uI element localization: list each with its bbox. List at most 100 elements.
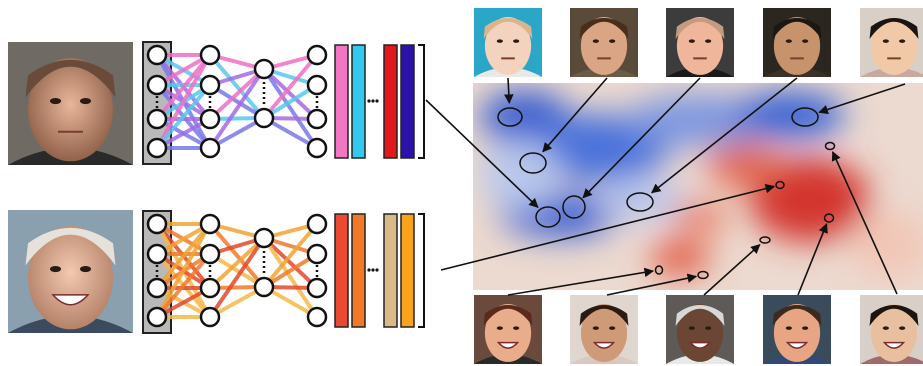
face-eye <box>899 39 906 43</box>
circle-node-icon <box>146 243 168 265</box>
network-edge <box>155 83 212 150</box>
ellipsis-icon <box>375 99 379 103</box>
circle-node-icon <box>199 213 221 235</box>
face-smile <box>51 294 90 306</box>
embedding-point-ellipse <box>535 206 561 228</box>
face-head <box>870 303 918 362</box>
network-edge <box>208 67 266 121</box>
density-blob-light <box>595 180 685 220</box>
circle-node-icon <box>199 306 221 328</box>
ellipsis-icon <box>367 99 371 103</box>
network-edge <box>262 252 319 289</box>
circle-node-icon <box>199 137 221 159</box>
face-photo-icon <box>474 8 542 77</box>
circle-node-icon <box>306 44 328 66</box>
feature-bar <box>400 213 415 328</box>
face-head <box>676 16 724 75</box>
density-blob-warm <box>707 143 783 187</box>
face-photo-icon <box>570 8 638 77</box>
circle-node-icon <box>146 137 168 159</box>
face-eye <box>513 326 520 330</box>
face-smile <box>785 341 809 349</box>
network-edge <box>262 83 319 120</box>
face-hair <box>25 227 116 266</box>
face-eye <box>899 326 906 330</box>
face-hair <box>772 305 822 327</box>
feature-bar <box>400 44 415 159</box>
feature-bar <box>383 213 398 328</box>
network-edge <box>262 53 319 120</box>
face-eye <box>513 39 520 43</box>
face-hair <box>869 18 919 40</box>
network-edge <box>262 67 319 150</box>
face-hair <box>25 59 116 98</box>
face-head <box>773 303 821 362</box>
embedding-point-ellipse <box>497 107 523 127</box>
neural-network-bottom <box>142 210 425 334</box>
face-hair <box>675 18 725 40</box>
network-edge <box>155 53 212 121</box>
face-smile <box>496 341 520 349</box>
network-edge <box>208 222 266 289</box>
network-edge <box>155 252 212 319</box>
density-blob-warm <box>750 158 870 242</box>
face-eye <box>592 39 599 43</box>
embedding-arrows <box>425 77 906 296</box>
face-photo-icon <box>860 295 923 364</box>
circle-node-icon <box>253 58 275 80</box>
face-hair <box>579 18 629 40</box>
face-hair <box>675 305 725 327</box>
circle-node-icon <box>199 44 221 66</box>
face-head <box>580 16 628 75</box>
network-edge <box>208 236 266 290</box>
face-eye <box>49 97 62 105</box>
circle-node-icon <box>146 277 168 299</box>
face-photo-icon <box>763 8 831 77</box>
density-blob-warm <box>672 203 728 233</box>
feature-bar <box>334 44 349 159</box>
network-edge <box>208 67 266 150</box>
circle-node-icon <box>146 74 168 96</box>
face-head <box>870 16 918 75</box>
circle-node-icon <box>253 107 275 129</box>
embedding-point-ellipse <box>775 180 785 190</box>
face-eye <box>49 265 62 273</box>
circle-node-icon <box>253 227 275 249</box>
embedding-point-ellipse <box>697 270 709 280</box>
face-hair <box>483 305 533 327</box>
embedding-arrow <box>651 77 798 194</box>
network-edge <box>262 236 319 290</box>
face-eye <box>802 326 809 330</box>
face-eye <box>496 39 503 43</box>
circle-node-icon <box>146 306 168 328</box>
network-edge <box>208 116 266 150</box>
face-photo-icon <box>763 295 831 364</box>
network-edge <box>262 222 319 289</box>
network-edge <box>262 236 319 319</box>
face-photo-icon <box>860 8 923 77</box>
network-nodes <box>146 213 328 328</box>
circle-node-icon <box>306 213 328 235</box>
network-edge <box>208 53 266 120</box>
face-head <box>484 16 532 75</box>
face-hair <box>869 305 919 327</box>
network-edges <box>155 222 319 319</box>
expression-density-map <box>473 83 923 290</box>
feature-bar <box>351 44 366 159</box>
face-eye <box>705 326 712 330</box>
embedding-arrow <box>703 244 761 296</box>
face-eye <box>79 97 92 105</box>
network-edge <box>208 285 266 319</box>
circle-node-icon <box>253 276 275 298</box>
embedding-point-ellipse <box>823 213 835 223</box>
face-eye <box>688 326 695 330</box>
network-edge <box>155 53 212 150</box>
circle-node-icon <box>306 137 328 159</box>
embedding-arrow <box>542 77 608 153</box>
network-edge <box>208 236 266 319</box>
face-eye <box>882 39 889 43</box>
embedding-arrow <box>507 267 655 296</box>
face-hair <box>579 305 629 327</box>
embedding-point-ellipse <box>791 107 819 127</box>
